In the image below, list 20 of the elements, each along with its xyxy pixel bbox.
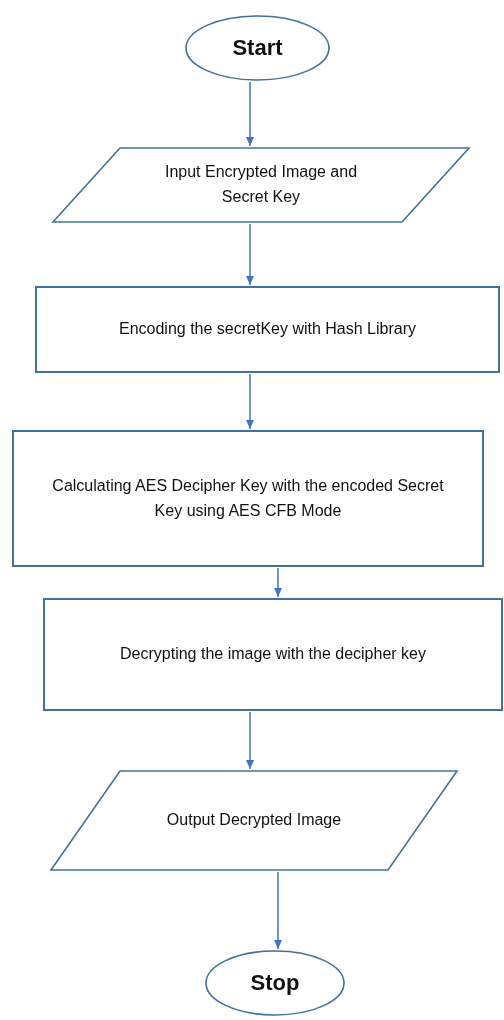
process-box [35, 286, 500, 373]
process-box [12, 430, 484, 567]
terminal-oval [185, 15, 330, 81]
node-label: Calculating AES Decipher Key with the encoded Secret Key using AES CFB Mode [51, 475, 445, 521]
arrow [246, 81, 254, 147]
arrow [246, 711, 254, 770]
node-label: Input Encrypted Image and Secret Key [163, 162, 359, 207]
arrow [274, 871, 282, 950]
arrow [246, 373, 254, 430]
terminal-oval [205, 950, 345, 1016]
arrow [274, 567, 282, 598]
io-parallelogram [51, 147, 471, 223]
node-label: Output Decrypted Image [166, 810, 342, 831]
node-label: Encoding the secretKey with Hash Library [118, 319, 416, 340]
node-label: Decrypting the image with the decipher key [120, 644, 426, 665]
node-label: Stop [250, 968, 300, 997]
arrow [246, 223, 254, 286]
node-label: Start [232, 33, 283, 62]
io-parallelogram [49, 770, 459, 871]
process-box [43, 598, 503, 711]
